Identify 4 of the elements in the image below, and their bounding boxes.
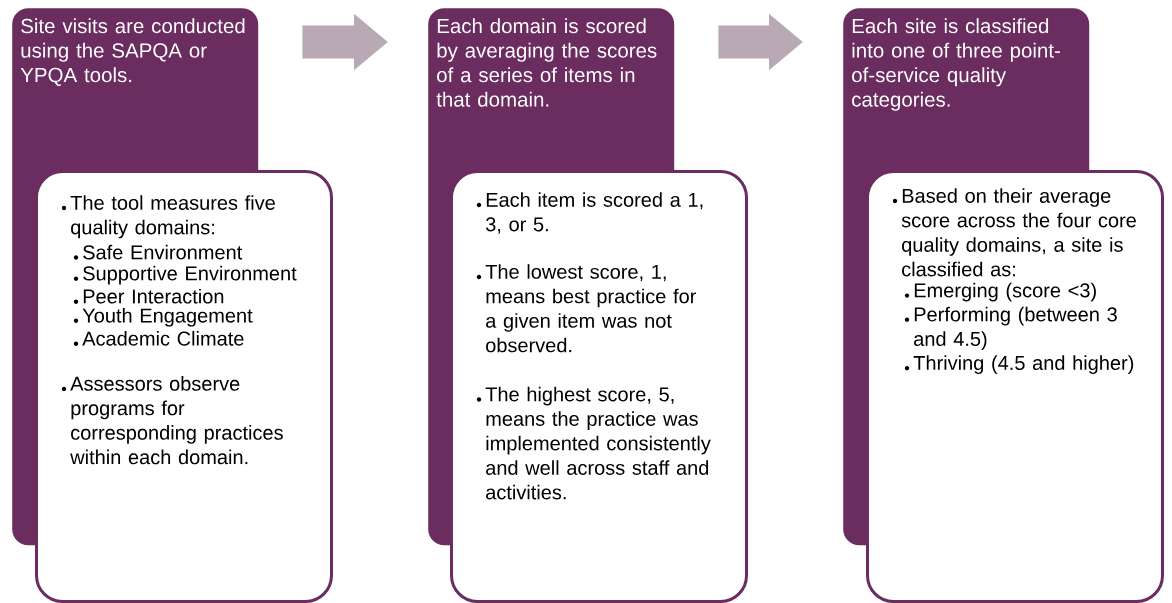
bullet-item: Peer Interaction <box>73 288 224 304</box>
bullet-item: Youth Engagement <box>73 307 253 327</box>
bullet-item: Academic Climate <box>73 331 244 346</box>
bullet-item: Safe Environment <box>73 244 243 260</box>
